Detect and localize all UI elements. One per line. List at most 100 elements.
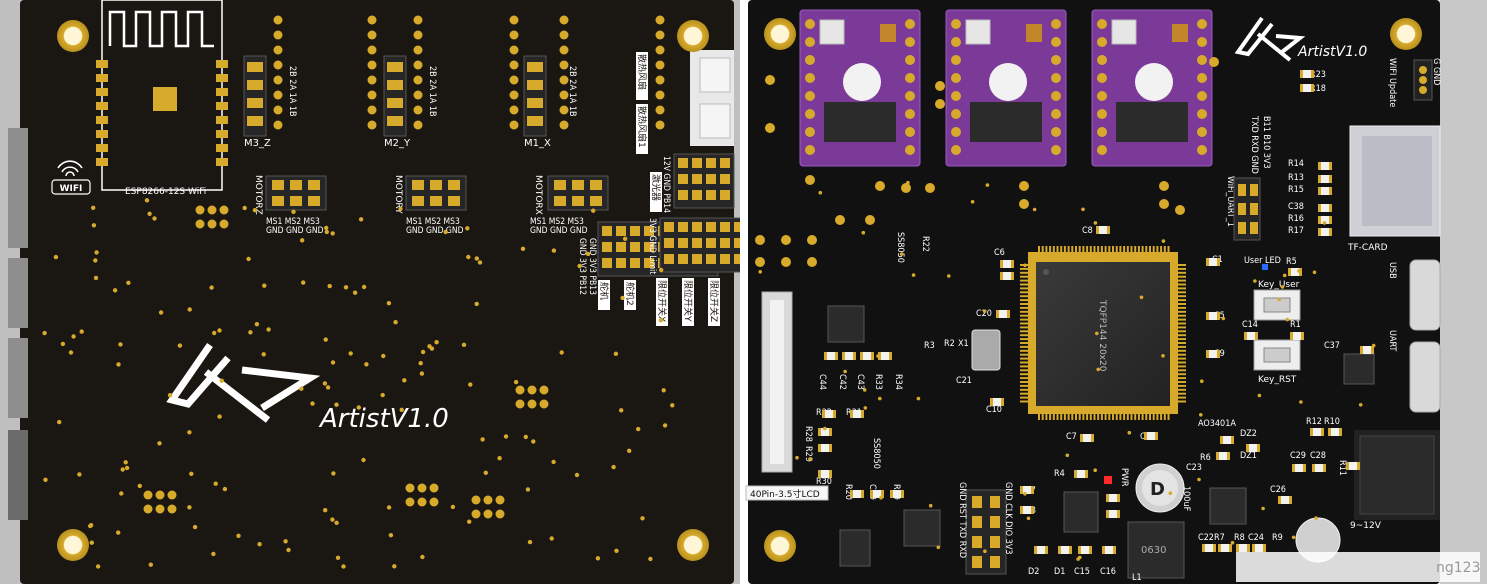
smd-pad: [1311, 84, 1314, 92]
c8-label: C8: [1082, 226, 1093, 236]
mcu-pin: [1020, 330, 1028, 333]
motor-y-label: MOTORY: [393, 175, 403, 214]
c37-label: C37: [1324, 341, 1340, 351]
jumper-pin: [387, 98, 403, 108]
debug-header-pin: [990, 516, 1000, 528]
smd-pad: [1299, 268, 1302, 276]
driver-pin: [905, 73, 915, 83]
smd-pad: [1318, 187, 1321, 195]
usb-label: USB: [1387, 262, 1397, 279]
smd-pad: [860, 352, 863, 360]
esp-pad: [96, 144, 108, 152]
smd-pad: [1218, 544, 1221, 552]
m2-y-label: M2_Y: [384, 138, 411, 149]
mcu-package-label: TQFP144 20x20: [1097, 299, 1107, 372]
smd-pad: [870, 490, 873, 498]
via: [983, 549, 987, 553]
mcu-pin: [1100, 412, 1103, 420]
connector-pin: [706, 222, 716, 232]
m1-x-label: M1_X: [524, 138, 551, 149]
via: [300, 238, 305, 243]
via: [523, 434, 528, 440]
mcu-pin: [1104, 246, 1107, 254]
mcu-pin: [1020, 400, 1028, 403]
via: [148, 562, 153, 567]
via: [386, 301, 392, 306]
mcu-pin: [1020, 287, 1028, 290]
smd-pad: [829, 444, 832, 452]
smd-pad: [822, 410, 825, 418]
via: [551, 248, 557, 253]
header-pin: [273, 120, 283, 130]
connector-pin: [734, 238, 744, 248]
limit-pins: 3V3 GND Limit: [647, 218, 657, 274]
through-hole-pad: [429, 483, 439, 493]
via: [450, 504, 456, 510]
mcu-pin: [1178, 264, 1186, 266]
mcu-pin: [1020, 334, 1028, 337]
esp-pad: [96, 102, 108, 110]
connector-pin: [720, 238, 730, 248]
mcu-pin: [1115, 412, 1118, 420]
via: [211, 551, 216, 557]
via: [549, 536, 554, 541]
bottom-side-board: WIFI ESP8266-12S WiFi 2B 2A 1A 1B 2B 2A …: [0, 0, 751, 584]
mcu-pin: [1141, 246, 1144, 254]
smd-passive: [990, 398, 1004, 406]
through-hole-pad: [405, 483, 415, 493]
jumper-pin: [527, 116, 543, 126]
fan-label: 散热风扇: [636, 54, 648, 90]
esp-pad: [216, 130, 228, 138]
smd-pad: [1106, 510, 1109, 518]
mcu-pin: [1167, 246, 1170, 254]
smd-pad: [1089, 546, 1092, 554]
header-pin: [509, 105, 519, 115]
connector-pin: [644, 258, 654, 268]
via: [982, 309, 987, 314]
jumper-pins-x: 2B 2A 1A 1B: [567, 66, 577, 117]
driver-capacitor-top: [843, 63, 881, 101]
via: [53, 254, 59, 260]
smd-pad: [1318, 204, 1321, 212]
mcu-pin: [1041, 246, 1044, 254]
via: [330, 231, 335, 236]
via: [361, 457, 366, 463]
through-hole-pad: [539, 385, 549, 395]
via: [622, 236, 628, 241]
smd-passive: [1080, 434, 1094, 442]
r1-label: R1: [1290, 320, 1301, 330]
mcu-pin: [1078, 412, 1081, 420]
mcu-pin: [1060, 412, 1063, 420]
via: [147, 211, 152, 216]
via: [299, 386, 304, 391]
smd-pad: [890, 490, 893, 498]
via: [187, 430, 192, 435]
driver-pin: [951, 91, 961, 101]
mcu-pin: [1100, 246, 1103, 254]
via: [222, 486, 228, 492]
jumper-pin: [527, 80, 543, 90]
via: [1358, 403, 1363, 407]
through-hole-pad: [143, 504, 153, 514]
servo-pins-b: GND 3V3 PB13: [587, 238, 597, 295]
mcu-pin: [1086, 412, 1089, 420]
mcu-pin: [1163, 412, 1166, 420]
header-pin: [273, 45, 283, 55]
uart-header-pin: [1238, 184, 1246, 196]
header-pin: [413, 90, 423, 100]
smd-passive: [1318, 162, 1332, 170]
mcu-pin: [1149, 246, 1151, 254]
smd-pad: [829, 428, 832, 436]
smd-pad: [833, 410, 836, 418]
mcu-pin: [1020, 314, 1028, 317]
mcu-pin: [1152, 246, 1155, 254]
brand-logo-left: [166, 343, 321, 423]
via: [348, 351, 353, 356]
header-pin: [413, 75, 423, 85]
mcu-pin: [1020, 388, 1028, 391]
uart-pins-top: B11 B10 3V3: [1261, 116, 1271, 169]
brand-name-left: ArtistV1.0: [318, 404, 449, 434]
mcu-pin: [1020, 361, 1028, 364]
connector-pin: [706, 190, 716, 200]
debug-header-pin: [972, 556, 982, 568]
